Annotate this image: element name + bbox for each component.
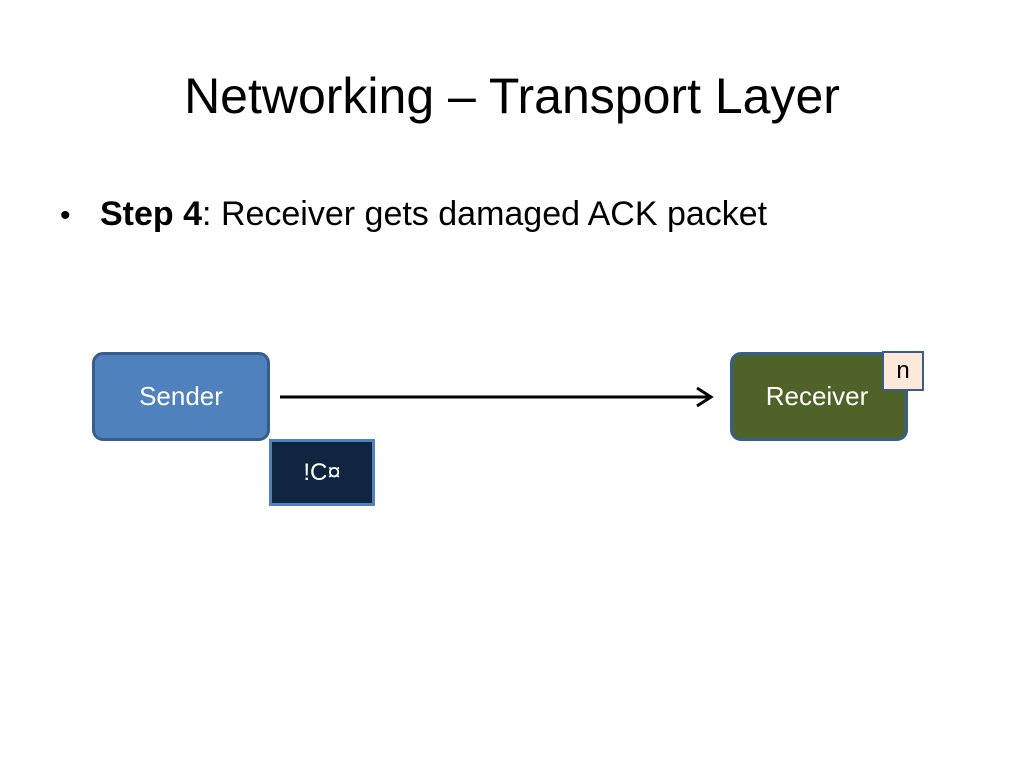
sender-label: Sender	[139, 381, 223, 411]
packet-label: !C¤	[303, 458, 341, 486]
slide-title: Networking – Transport Layer	[184, 68, 840, 124]
arrow-head	[696, 386, 714, 408]
bullet-marker: •	[60, 199, 71, 232]
sender-node: Sender	[92, 352, 270, 441]
receiver-node: Receiver	[730, 352, 908, 441]
receiver-state-badge: n	[882, 351, 924, 391]
bullet-item: • Step 4: Receiver gets damaged ACK pack…	[60, 192, 767, 238]
damaged-ack-packet: !C¤	[269, 439, 375, 506]
receiver-label: Receiver	[765, 381, 869, 411]
receiver-state-label: n	[896, 357, 910, 384]
bullet-text: : Receiver gets damaged ACK packet	[202, 195, 768, 233]
bullet-step-label: Step 4	[100, 195, 203, 233]
